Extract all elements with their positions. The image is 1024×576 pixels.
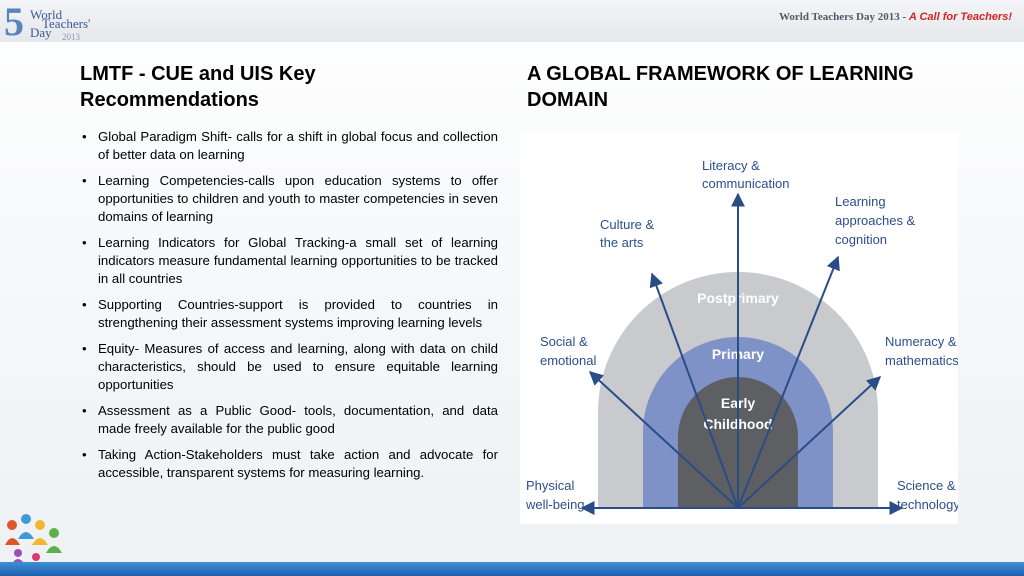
domain-literacy-line2: communication [702, 176, 789, 191]
recommendation-item: Learning Indicators for Global Tracking-… [80, 234, 498, 288]
world-teachers-day-logo: 5 World Teachers' Day 2013 [4, 0, 94, 44]
domain-culture-line2: the arts [600, 235, 644, 250]
arrow-social [588, 371, 739, 509]
header-title-main: World Teachers Day 2013 - [779, 11, 909, 23]
left-section-title: LMTF - CUE and UIS Key Recommendations [80, 61, 500, 113]
arrow-culture [649, 272, 739, 509]
domain-literacy-line1: Literacy & [702, 158, 760, 173]
right-title-line2: DOMAIN [527, 89, 609, 111]
domain-physical-line2: well-being [525, 497, 585, 512]
domain-learning-line1: Learning [835, 194, 886, 209]
logo-word-teachers: Teachers' [42, 16, 91, 31]
left-title-line2: Recommendations [80, 89, 259, 111]
bottom-accent-bar [0, 562, 1024, 576]
domain-science-line1: Science & [897, 478, 956, 493]
domain-numeracy-line1: Numeracy & [885, 334, 957, 349]
domain-physical-line1: Physical [526, 478, 575, 493]
domain-arrows [580, 192, 904, 515]
decorative-figures-art [5, 514, 62, 569]
logo-numeral: 5 [4, 0, 24, 44]
left-title-line1: LMTF - CUE and UIS Key [80, 63, 316, 85]
recommendation-item: Equity- Measures of access and learning,… [80, 340, 498, 394]
recommendations-list: Global Paradigm Shift- calls for a shift… [80, 128, 498, 490]
learning-domains-diagram: Postprimary Primary Early Childhood Lite… [520, 132, 958, 524]
domain-culture-line1: Culture & [600, 217, 655, 232]
arrow-learning [737, 255, 840, 509]
domain-learning-line3: cognition [835, 232, 887, 247]
domain-social-line1: Social & [540, 334, 588, 349]
recommendation-item: Assessment as a Public Good- tools, docu… [80, 402, 498, 438]
logo-word-world: World [30, 7, 63, 22]
header-strip [0, 0, 1024, 42]
header-title-accent: A Call for Teachers! [908, 11, 1012, 23]
recommendation-item: Taking Action-Stakeholders must take act… [80, 446, 498, 482]
domain-learning-line2: approaches & [835, 213, 916, 228]
domain-social-line2: emotional [540, 353, 596, 368]
domain-science-line2: technology [897, 497, 958, 512]
recommendation-item: Global Paradigm Shift- calls for a shift… [80, 128, 498, 164]
right-section-title: A GLOBAL FRAMEWORK OF LEARNING DOMAIN [527, 61, 967, 113]
logo-year: 2013 [62, 32, 80, 42]
arrow-numeracy [737, 376, 882, 509]
logo-word-day: Day [30, 25, 52, 40]
header-title: World Teachers Day 2013 - A Call for Tea… [779, 11, 1012, 23]
recommendation-item: Learning Competencies-calls upon educati… [80, 172, 498, 226]
recommendation-item: Supporting Countries-support is provided… [80, 296, 498, 332]
domain-numeracy-line2: mathematics [885, 353, 958, 368]
right-title-line1: A GLOBAL FRAMEWORK OF LEARNING [527, 63, 914, 85]
learning-domains-svg: Postprimary Primary Early Childhood Lite… [525, 158, 958, 515]
